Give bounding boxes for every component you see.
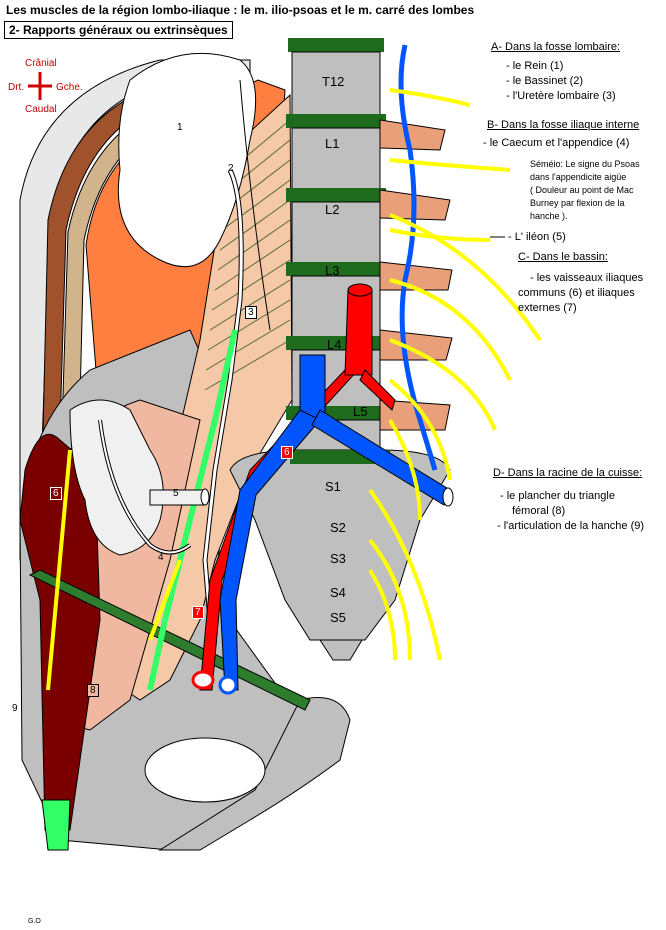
semeio-note-line: dans l'appendicite aigüe [530,172,627,182]
vertebra-label-L2: L2 [325,202,340,217]
semeio-note-line: Burney par flexion de la [530,198,625,208]
orientation-right: Gche. [56,82,83,93]
vertebra-label-L3: L3 [325,263,340,278]
disc-l2 [286,188,386,202]
ureter-inner [203,169,243,621]
vertebra-label-L4: L4 [327,337,342,352]
section-d-heading: D- Dans la racine de la cuisse: [493,467,643,479]
nerve-lat-cutaneous [46,449,72,691]
label-4: 4 [158,552,164,563]
vertebra-label-S1: S1 [325,479,341,494]
label-6-right: 6 [281,446,293,459]
disc-l3 [286,262,386,276]
section-c-item: - les vaisseaux iliaques [530,272,644,284]
label-9: 9 [12,703,18,714]
vertebra-T12 [291,51,381,117]
vertebra-L1 [291,127,381,191]
aorta-cut [347,283,373,297]
nerve-11 [368,568,397,661]
section-b-item: - le Caecum et l'appendice (4) [483,137,630,149]
label-3: 3 [245,306,257,319]
nerve-7 [388,378,452,481]
label-2: 2 [228,163,234,174]
label-5: 5 [173,488,179,499]
vertebra-label-S2: S2 [330,520,346,535]
vertebra-label-S5: S5 [330,610,346,625]
external-iliac-artery-cut [191,670,215,690]
section-a-item: - le Bassinet (2) [506,75,584,87]
pubic-bone [158,697,351,851]
vertebra-label-T12: T12 [322,74,345,89]
common-iliac-artery-left [359,369,396,411]
section-d-item: - le plancher du triangle [500,490,615,502]
section-c-heading: C- Dans le bassin: [518,251,608,263]
semeio-note-line: ( Douleur au point de Mac [530,185,634,195]
iliac-vein-cut [442,487,454,507]
section-d-item: - l'articulation de la hanche (9) [497,520,645,532]
vertebra-label-S3: S3 [330,551,346,566]
section-b-heading: B- Dans la fosse iliaque interne [487,119,640,131]
semeio-note-line: hanche ). [530,211,568,221]
nerve-femoral [148,559,182,641]
spinal-lateral-line [239,79,271,331]
aorta [344,289,373,376]
kidney [117,52,257,268]
nerve-1 [389,88,471,107]
nerve-10 [368,538,412,661]
femoral-nerve-green [147,329,238,691]
vertebra-label-L5: L5 [353,404,368,419]
vertebra-label-S4: S4 [330,585,346,600]
label-1: 1 [177,122,183,133]
orientation-up: Crânial [25,58,57,69]
disc-t12 [288,38,384,52]
nerve-4 [389,213,542,342]
nerve-3 [389,228,491,242]
page-title: Les muscles de la région lombo-iliaque :… [6,3,475,17]
sartorius-tendon [41,799,71,851]
nerve-2 [389,158,511,172]
appendix-inner [99,419,191,554]
vertebra-label-L1: L1 [325,136,340,151]
orientation-left: Drt. [8,82,25,93]
nerve-5 [389,278,512,381]
disc-l1 [286,114,386,128]
nerve-8 [388,418,422,521]
section-a-heading: A- Dans la fosse lombaire: [491,41,620,53]
caecum [69,399,164,556]
label-7: 7 [192,606,204,619]
page-subtitle: 2- Rapports généraux ou extrinsèques [4,21,233,39]
semeio-note-line: Séméio: Le signe du Psoas [530,159,640,169]
section-c-item: externes (7) [518,302,577,314]
author-signature: G.O [28,918,41,925]
label-6-left: 6 [50,487,62,500]
section-d-item: fémoral (8) [512,505,566,517]
ileum-end [200,488,210,506]
section-c-item: communs (6) et iliaques [518,287,635,299]
section-b-item: - L' iléon (5) [508,231,566,243]
nerve-6 [389,338,497,431]
sartorius-muscle [19,433,101,831]
external-iliac-vein-cut [218,675,238,695]
vertebra-L2 [291,201,381,265]
section-a-item: - l'Uretère lombaire (3) [506,90,616,102]
obturator-foramen [144,737,266,803]
nerve-9 [368,488,442,661]
section-a-item: - le Rein (1) [506,60,564,72]
label-8: 8 [87,684,99,697]
orientation-down: Caudal [25,104,57,115]
left-ureter-blue [398,44,438,471]
coccyx [319,639,363,661]
common-iliac-vein-right [219,409,321,691]
